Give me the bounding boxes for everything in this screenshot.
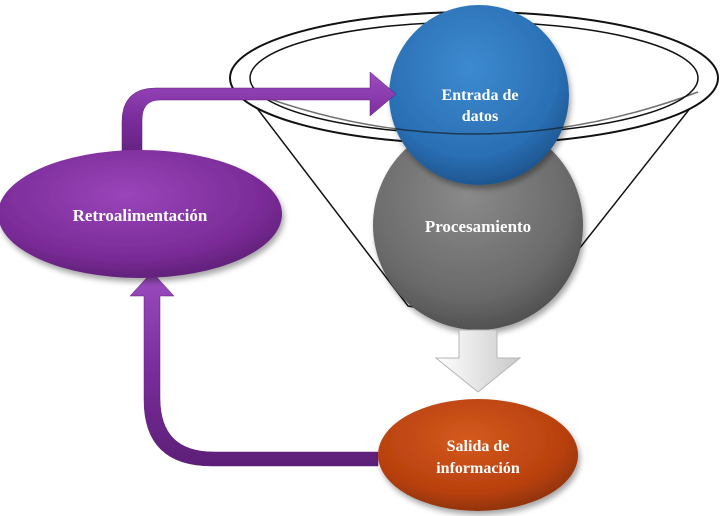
output-label-line2: información [436, 460, 520, 477]
output-node [378, 399, 578, 511]
data-entry-node [389, 5, 569, 185]
funnel-rim-front [249, 91, 699, 135]
output-label-line1: Salida de [447, 438, 510, 455]
processing-circle [373, 120, 583, 330]
data-entry-circle [389, 5, 569, 185]
feedback-ellipse [0, 150, 282, 278]
feedback-to-input-arrow [121, 71, 397, 167]
output-ellipse [378, 399, 578, 511]
feedback-node [0, 150, 282, 278]
data-entry-label-line2: datos [462, 108, 498, 125]
feedback-label: Retroalimentación [73, 206, 208, 225]
output-to-feedback-arrow [129, 271, 379, 467]
processing-node [373, 120, 583, 330]
down-arrow [434, 329, 522, 393]
processing-label: Procesamiento [425, 217, 531, 236]
data-entry-label-line1: Entrada de [442, 87, 519, 104]
